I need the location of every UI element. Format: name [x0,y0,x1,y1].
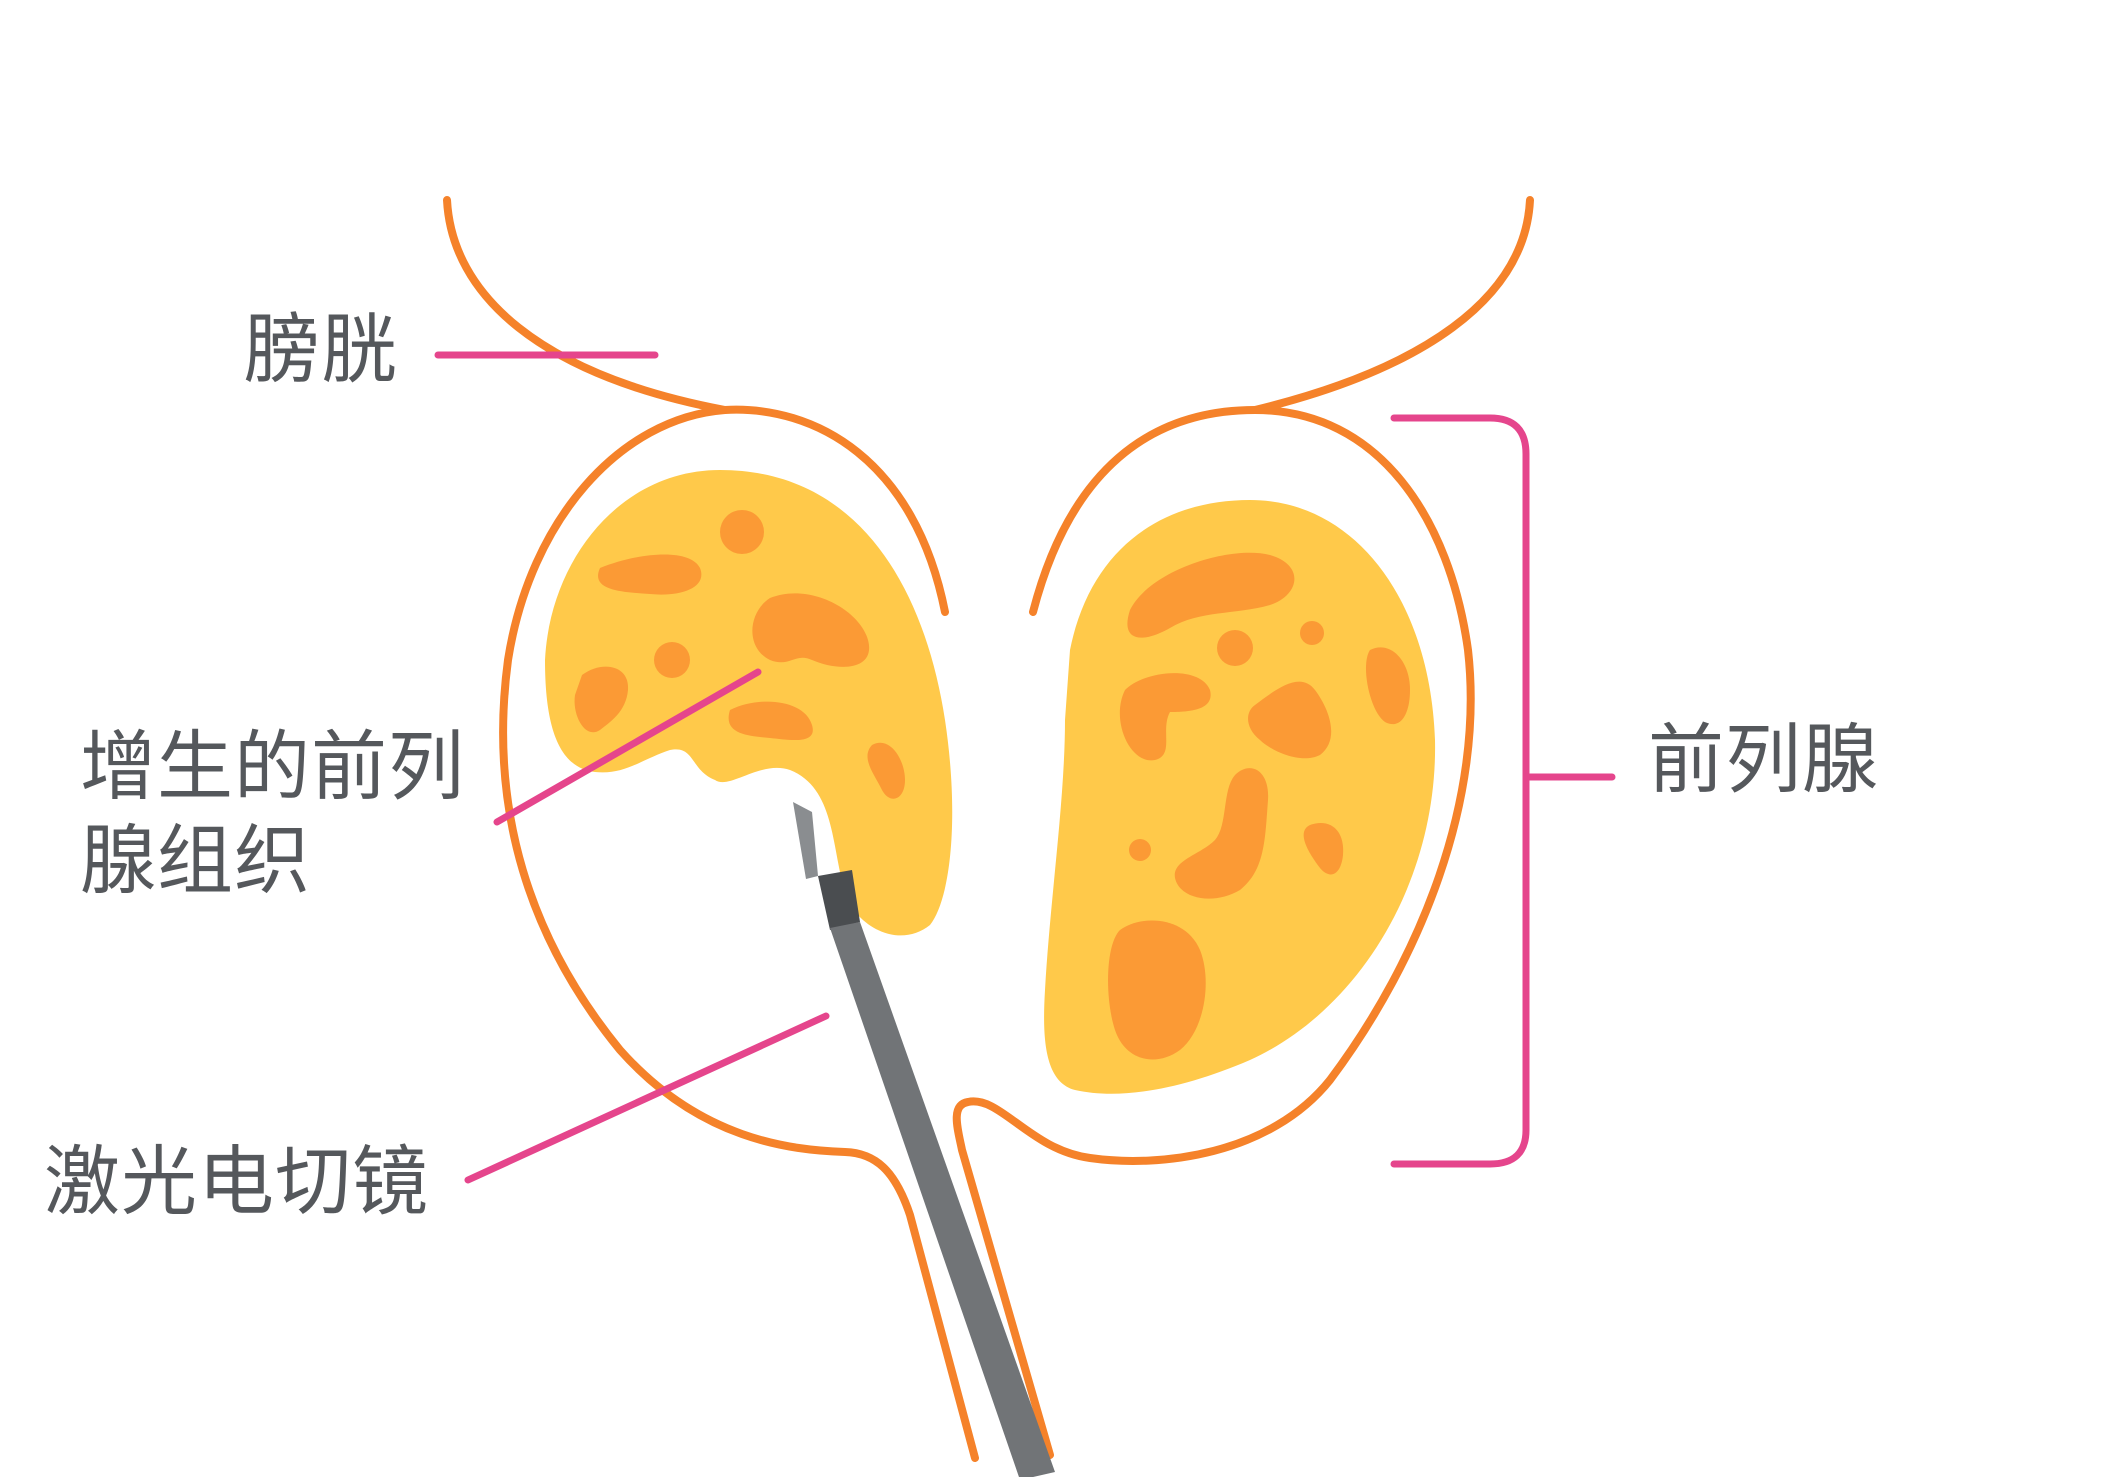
bladder-label: 膀胱 [244,305,398,394]
laser-resectoscope-label: 激光电切镜 [44,1137,429,1226]
bladder-right-curve [1251,196,1534,414]
prostate-bracket [1390,414,1530,1168]
right-prostate-gland [1044,500,1436,1094]
nodule [867,742,905,799]
scope-tip-needle [793,802,818,879]
hyperplastic-tissue-label-line2: 腺组织 [80,816,311,905]
nodule [1129,839,1151,861]
left-gland-nodules [574,510,905,799]
laser-resectoscope [793,802,1055,1477]
capsule-left-lobe-outline [499,405,979,1462]
nodule [752,593,870,667]
scope-tip-collar [818,870,860,930]
tissue-leader-line [493,668,762,826]
nodule [1303,823,1344,875]
bladder-left-curve [443,196,729,414]
prostate-label: 前列腺 [1648,715,1879,804]
nodule [1248,681,1332,759]
nodule [728,701,813,741]
scope-body [830,922,1055,1477]
nodule [1127,552,1295,638]
nodule [1108,920,1206,1060]
leader-lines [434,351,1616,1184]
hyperplastic-tissue-label: 增生的前列 腺组织 [80,720,465,908]
right-gland-nodules [1108,552,1410,1060]
nodule [1217,630,1253,666]
bladder-outline [443,196,1534,414]
nodule [1365,647,1410,725]
nodule [1119,673,1211,761]
left-hyperplastic-gland [545,470,953,936]
scope-leader-line [464,1012,830,1184]
nodule [654,642,690,678]
prostate-capsule [499,405,1475,1462]
capsule-right-lobe-outline [952,406,1475,1459]
hyperplastic-tissue-label-line1: 增生的前列 [80,722,465,811]
nodule [598,554,702,595]
nodule [1300,621,1324,645]
nodule [1174,768,1269,899]
nodule [574,666,629,733]
nodule [720,510,764,554]
